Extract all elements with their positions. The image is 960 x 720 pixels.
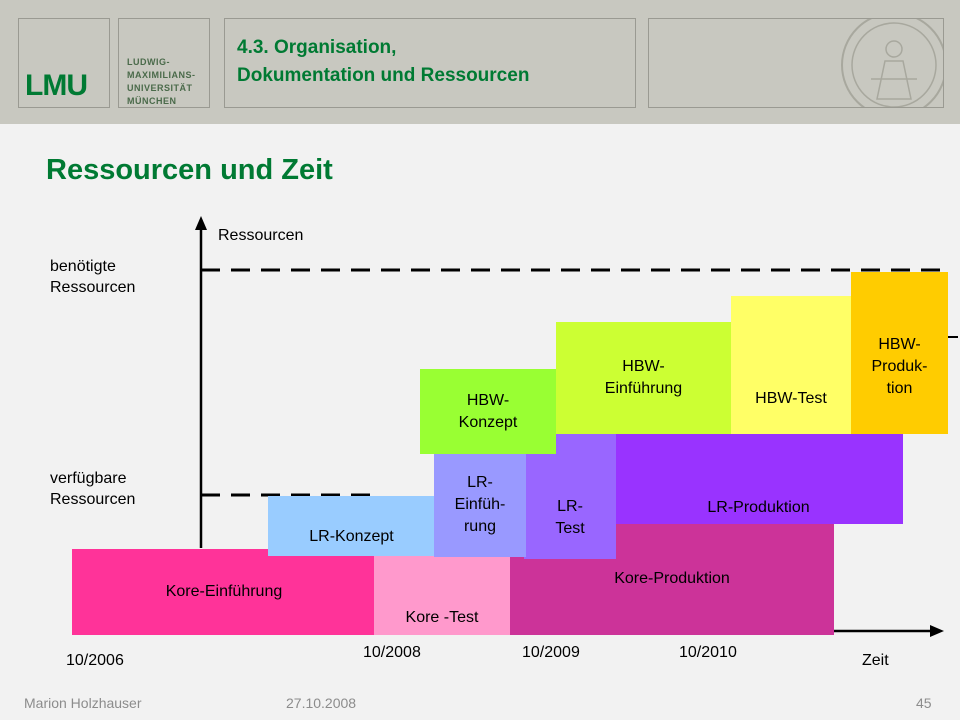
block-label: HBW- Einführung — [605, 356, 682, 400]
block-label-line: Konzept — [458, 413, 518, 431]
block-hbw-einfuehrung: HBW- Einführung — [556, 322, 731, 434]
footer-date: 27.10.2008 — [286, 695, 357, 711]
block-hbw-produktion: HBW- Produk- tion — [851, 272, 948, 434]
university-name: LUDWIG- MAXIMILIANS- UNIVERSITÄT MÜNCHEN — [118, 18, 210, 108]
footer-page-number: 45 — [916, 695, 932, 711]
seal-image — [648, 18, 944, 108]
y-axis-label: Ressourcen — [218, 227, 304, 244]
university-line-4: MÜNCHEN — [127, 96, 177, 106]
needed-resources-line-1: benötigte — [50, 258, 116, 275]
block-label-line: LR- — [557, 498, 583, 515]
block-label: Kore-Einführung — [165, 583, 283, 600]
date-label: 10/2010 — [679, 644, 737, 661]
y-axis-arrow — [195, 216, 207, 230]
block-label: LR- Einfüh- rung — [455, 472, 506, 538]
block-label: LR-Konzept — [309, 528, 394, 545]
section-title-line-1: 4.3. Organisation, — [237, 37, 397, 58]
block-hbw-konzept: HBW- Konzept — [420, 369, 556, 454]
section-title-box: 4.3. Organisation, Dokumentation und Res… — [224, 18, 636, 108]
block-label-line: LR- — [467, 474, 493, 491]
block-label-line: HBW- — [878, 336, 921, 353]
block-label-line: Einführung — [604, 380, 683, 397]
block-label-line: Test — [555, 520, 585, 537]
block-lr-konzept: LR-Konzept — [268, 496, 435, 556]
needed-resources-label: benötigte Ressourcen — [50, 256, 135, 298]
available-resources-label: verfügbare Ressourcen — [50, 468, 135, 510]
block-label: HBW- Produk- tion — [871, 334, 927, 400]
block-label: HBW-Test — [755, 390, 827, 407]
date-label: 10/2008 — [363, 644, 421, 661]
date-label: 10/2006 — [66, 652, 124, 669]
university-line-2: MAXIMILIANS- — [127, 70, 196, 80]
available-resources-line-2: Ressourcen — [50, 491, 136, 508]
footer-author: Marion Holzhauser — [24, 695, 142, 711]
date-label: 10/2009 — [522, 644, 580, 661]
block-label-line: Produk- — [871, 358, 928, 375]
block-label-line: tion — [886, 380, 913, 397]
block-label-line: Einfüh- — [454, 496, 506, 513]
block-label: Kore -Test — [405, 609, 479, 626]
block-lr-einfuehrung: LR- Einfüh- rung — [434, 453, 526, 557]
x-axis-arrow — [930, 625, 944, 637]
logo-text: LMU — [25, 69, 88, 102]
block-label: LR- Test — [555, 496, 584, 540]
block-hbw-test: HBW-Test — [731, 296, 851, 434]
lmu-logo: LMU — [18, 18, 110, 108]
block-label: Kore-Produktion — [614, 570, 730, 587]
section-title-line-2: Dokumentation und Ressourcen — [237, 65, 530, 86]
university-line-3: UNIVERSITÄT — [127, 83, 193, 93]
block-kore-test: Kore -Test — [374, 556, 510, 635]
block-lr-produktion: LR-Produktion — [614, 431, 903, 524]
slide-title: Ressourcen und Zeit — [46, 154, 333, 186]
seal-icon — [841, 19, 943, 107]
block-label-line: HBW- — [466, 391, 510, 409]
x-axis-label: Zeit — [862, 652, 889, 669]
available-resources-line-1: verfügbare — [50, 470, 127, 487]
university-line-1: LUDWIG- — [127, 57, 170, 67]
block-label-line: rung — [463, 518, 496, 535]
block-label-line: HBW- — [622, 358, 665, 375]
block-label: HBW- Konzept — [459, 390, 518, 434]
block-lr-test: LR- Test — [524, 433, 616, 559]
needed-resources-line-2: Ressourcen — [50, 279, 136, 296]
block-label: LR-Produktion — [707, 498, 810, 516]
header-bar: LMU LUDWIG- MAXIMILIANS- UNIVERSITÄT MÜN… — [0, 0, 960, 124]
block-kore-einfuehrung: Kore-Einführung — [72, 549, 376, 635]
